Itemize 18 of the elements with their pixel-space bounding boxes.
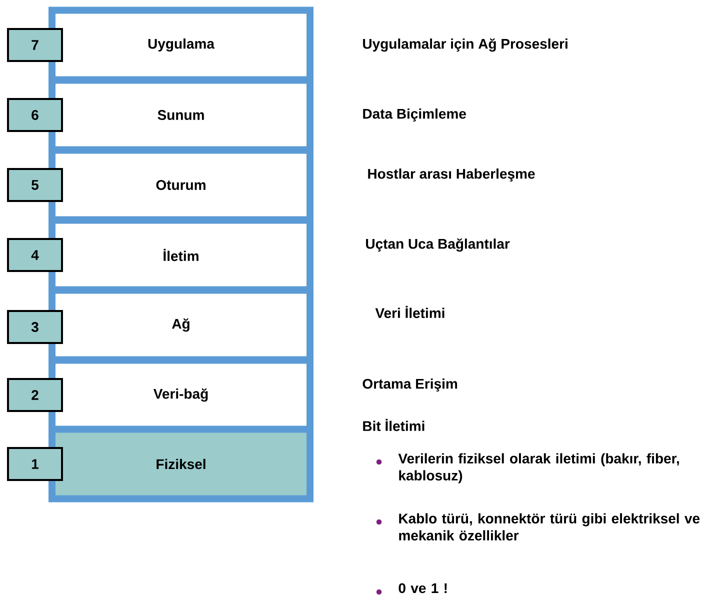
- bullet-text: Kablo türü, konnektör türü gibi elektriksel ve mekanik özellikler: [399, 513, 700, 540]
- bullet-text: 0 ve 1 !: [398, 583, 447, 594]
- layer-description: Uçtan Uca Bağlantılar: [366, 238, 510, 252]
- layer-number-box: 3: [7, 310, 63, 344]
- layer-number-box: 2: [7, 378, 63, 412]
- layer-number-box: 4: [7, 238, 63, 272]
- layer-description: Data Biçimleme: [363, 108, 466, 122]
- layer-number-box: 5: [7, 168, 63, 202]
- layer-number-box: 6: [7, 98, 63, 132]
- layer-number-box: 1: [7, 447, 63, 481]
- layer-description: Hostlar arası Haberleşme: [368, 168, 535, 182]
- layer-description: Uygulamalar için Ağ Prosesleri: [363, 38, 568, 52]
- layer-number-box: 7: [7, 28, 63, 62]
- bullet-text: Verilerin fiziksel olarak iletimi (bakır, fiber, kablosuz): [398, 453, 679, 484]
- layer-description: Ortama Erişim: [362, 378, 458, 392]
- layer-description: Veri İletimi: [375, 306, 444, 318]
- layer-box: Fiziksel: [48, 426, 314, 502]
- layer-description: Bit İletimi: [363, 418, 424, 432]
